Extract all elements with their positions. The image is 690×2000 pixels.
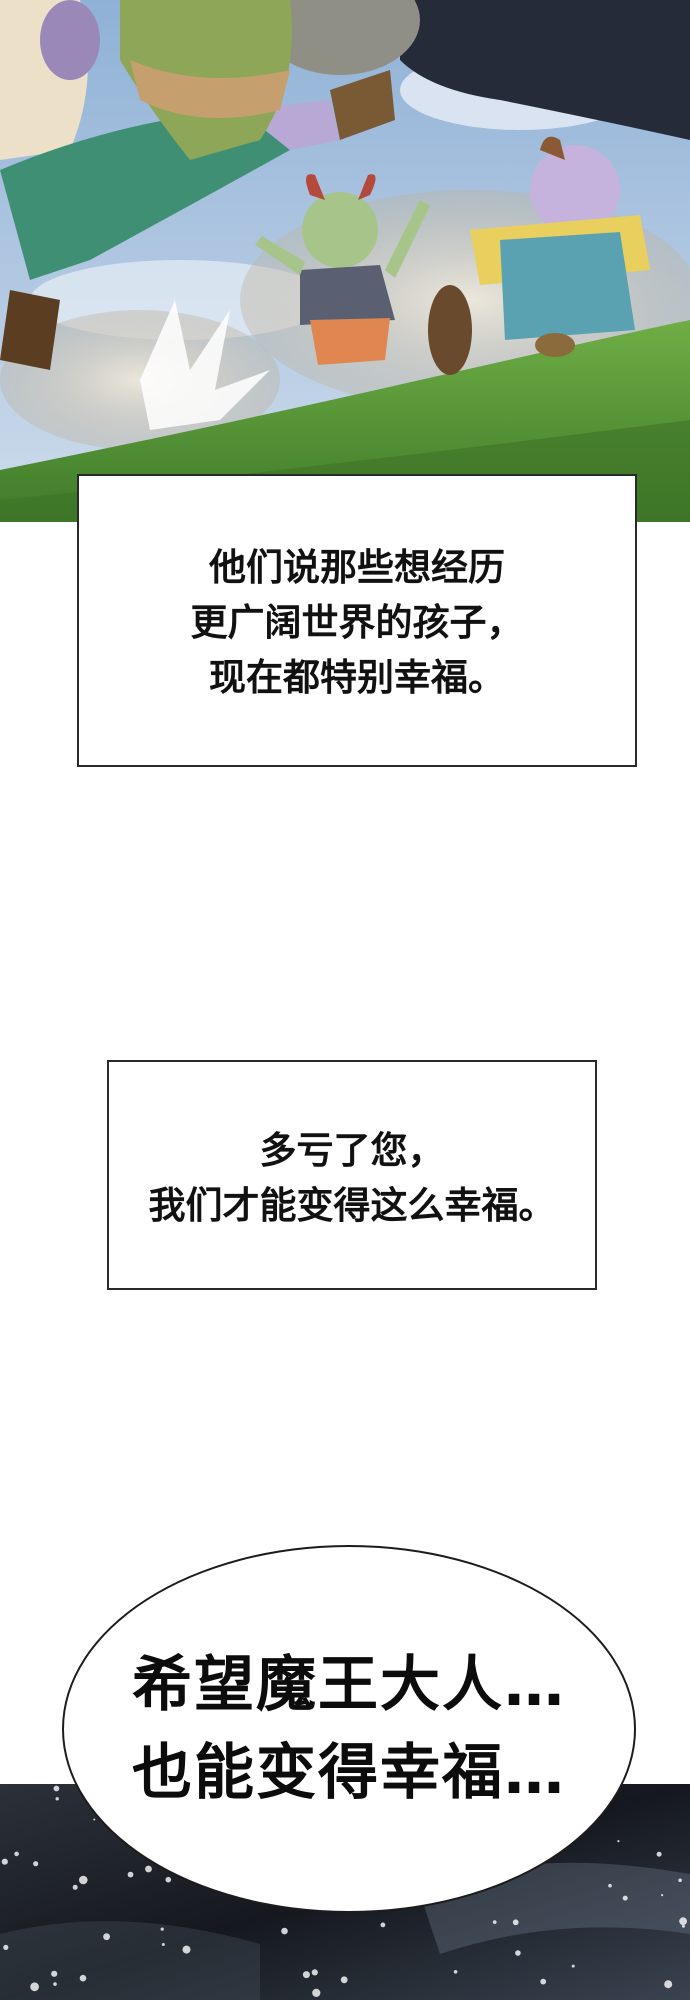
snowflake: [380, 1922, 386, 1928]
snowflake: [53, 1785, 60, 1792]
snowflake: [311, 1969, 318, 1976]
snowflake: [492, 1920, 497, 1924]
speech-line: 希望魔王大人…: [132, 1650, 566, 1720]
speech-line: 也能变得幸福…: [132, 1738, 566, 1808]
snowflake: [617, 1840, 620, 1843]
snowflake: [312, 1988, 321, 1997]
snowflake: [103, 1933, 110, 1941]
snowflake: [281, 1927, 288, 1935]
snowflake: [540, 1978, 547, 1985]
speech-bubble-outline: [62, 1545, 636, 1913]
snowflake: [79, 1974, 87, 1982]
narration-line: 现在都特别幸福。: [209, 656, 505, 699]
snowflake: [622, 1895, 628, 1901]
narration-line: 更广阔世界的孩子，: [190, 601, 524, 644]
snowflake: [681, 1924, 685, 1928]
snowflake: [93, 1818, 96, 1821]
narration-box-1: 他们说那些想经历 更广阔世界的孩子， 现在都特别幸福。: [77, 474, 637, 767]
snowflake: [678, 1878, 682, 1883]
narration-box-2: 多亏了您， 我们才能变得这么幸福。: [107, 1060, 597, 1290]
speech-bubble: 希望魔王大人… 也能变得幸福…: [62, 1545, 636, 1913]
snowflake: [33, 1861, 39, 1867]
snowflake: [571, 1964, 575, 1968]
snowflake: [608, 1883, 612, 1888]
snowflake: [1, 1858, 8, 1865]
snowflake: [160, 1927, 164, 1931]
snowflake: [340, 1976, 348, 1984]
snowflake: [53, 1982, 57, 1986]
snowflake: [302, 1971, 310, 1979]
snowflake: [51, 1970, 58, 1977]
snowflake: [3, 1944, 9, 1950]
snowflake: [664, 1980, 673, 1989]
snowflake: [515, 1950, 521, 1956]
snowflake: [661, 1894, 664, 1897]
snowflake: [679, 1917, 687, 1926]
narration-line: 我们才能变得这么幸福。: [148, 1184, 556, 1227]
snowflake: [161, 1943, 165, 1946]
snowflake: [453, 1970, 458, 1974]
narration-line: 他们说那些想经历: [209, 546, 505, 589]
snowflake: [656, 1851, 662, 1857]
narration-line: 多亏了您，: [259, 1129, 445, 1172]
snowflake: [512, 1919, 519, 1926]
snowflake: [182, 1945, 191, 1954]
snowflake: [79, 1875, 88, 1885]
snowflake: [72, 1884, 78, 1890]
scene-panel-running-kids: [0, 0, 690, 522]
scene-illustration: [0, 0, 690, 522]
snowflake: [145, 1865, 152, 1873]
snowflake: [14, 1851, 19, 1857]
snowflake: [55, 1797, 59, 1801]
snowflake: [127, 1871, 134, 1878]
snowflake: [165, 1876, 172, 1883]
snowflake: [30, 1982, 39, 1992]
